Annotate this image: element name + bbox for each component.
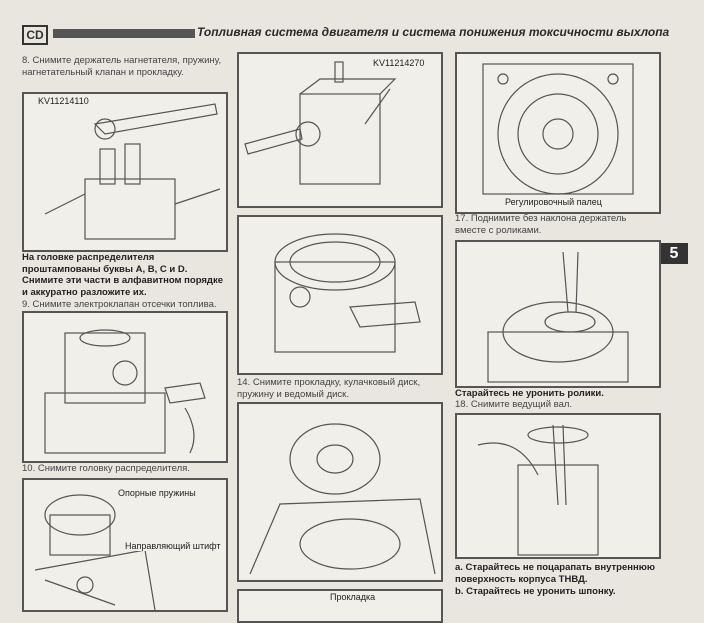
cam-illustration	[274, 233, 421, 353]
figure-adjusting-pin	[455, 52, 661, 214]
label-adjusting-pin: Регулировочный палец	[505, 197, 602, 207]
figure-roller-holder	[455, 240, 661, 388]
label-support-springs: Опорные пружины	[118, 488, 196, 498]
step-9: 9. Снимите электроклапан отсечки топлива…	[22, 299, 217, 310]
tool-label: KV11214110	[38, 96, 89, 106]
page-title: Топливная система двигателя и система по…	[197, 25, 670, 39]
roller-holder-illustration	[482, 63, 634, 195]
holder-lift-illustration	[487, 251, 629, 383]
shaft-illustration	[477, 424, 599, 556]
disc-illustration	[249, 423, 436, 575]
figure-solenoid	[22, 311, 228, 463]
step-8: 8. Снимите держатель нагнетателя, пружин…	[22, 55, 222, 78]
figure-driven-disc	[237, 402, 443, 582]
pump-illustration	[44, 103, 221, 240]
section-code-box: CD	[22, 25, 48, 45]
label-gasket: Прокладка	[330, 592, 376, 602]
step-14: 14. Снимите прокладку, кулачковый диск, …	[237, 377, 421, 400]
step-18: 18. Снимите ведущий вал.	[455, 399, 573, 410]
note-b: b. Старайтесь не уронить шпонку.	[455, 586, 616, 597]
step-10: 10. Снимите головку распределителя.	[22, 463, 190, 474]
pump-tool-illustration	[244, 61, 397, 185]
note-letters: На головке распределителя проштампованы …	[22, 252, 223, 298]
section-tab: 5	[660, 243, 688, 264]
warning-rollers: Старайтесь не уронить ролики.	[455, 388, 604, 399]
figure-drive-shaft	[455, 413, 661, 559]
figure-tool-kv11214270	[237, 52, 443, 208]
figure-delivery-valve-holder	[22, 92, 228, 252]
step-17: 17. Поднимите без наклона держатель вмес…	[455, 213, 627, 236]
figure-cam-disc	[237, 215, 443, 375]
tool-label-2: KV11214270	[373, 58, 425, 68]
label-guide-pin: Направляющий штифт	[125, 541, 221, 551]
solenoid-illustration	[44, 329, 206, 454]
note-a: a. Старайтесь не поцарапать внутреннюю п…	[455, 562, 655, 585]
header-bar	[53, 29, 195, 38]
